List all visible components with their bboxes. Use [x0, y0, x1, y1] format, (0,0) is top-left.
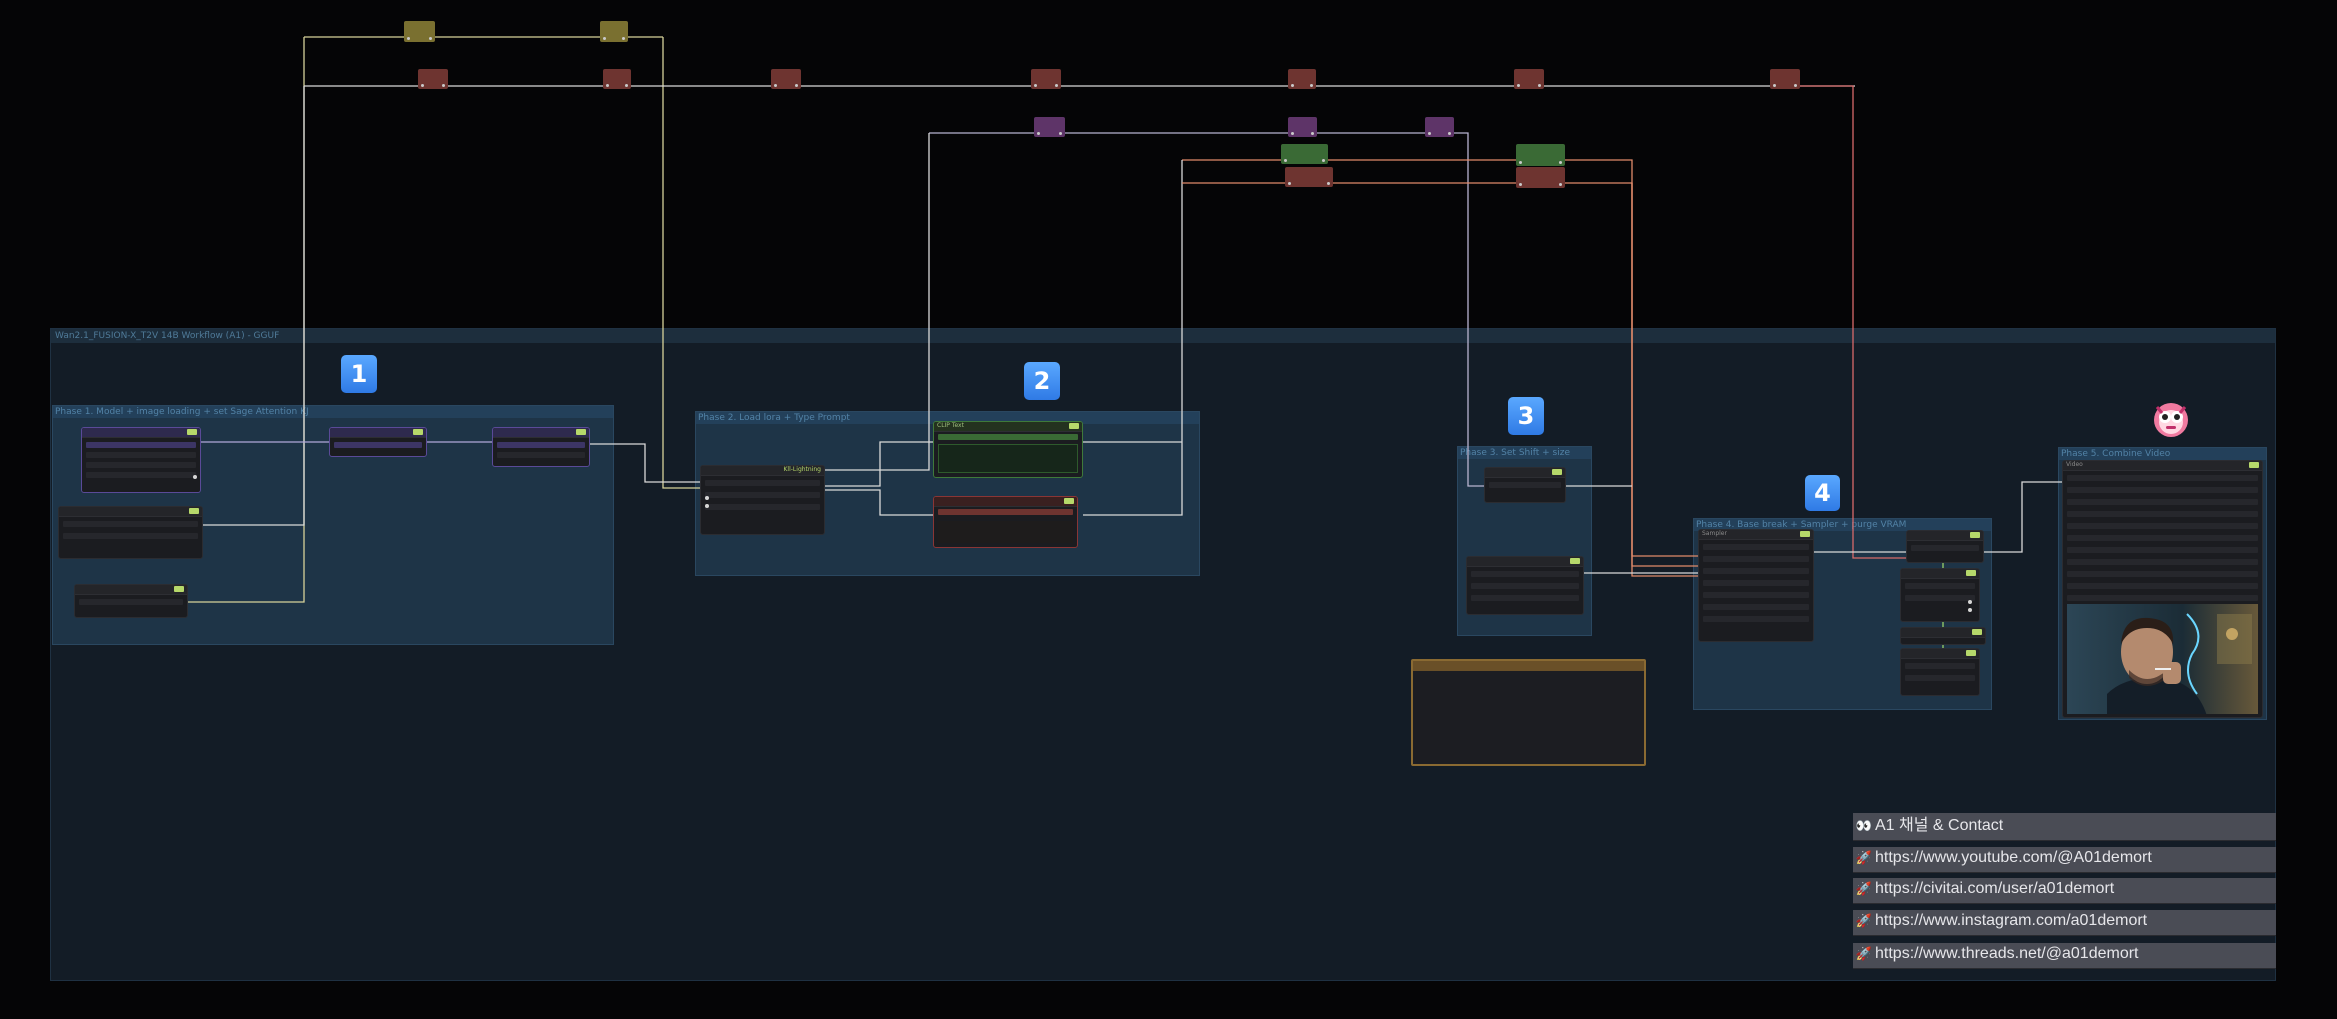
frame-interp-node-a[interactable] [1900, 627, 1986, 645]
reroute-node[interactable] [1034, 117, 1065, 137]
reroute-node[interactable] [404, 21, 435, 42]
latent-size-node[interactable] [1466, 556, 1584, 615]
contact-link-text[interactable]: https://www.instagram.com/a01demort [1875, 912, 2148, 929]
model-shift-node[interactable] [1484, 467, 1566, 503]
reroute-node[interactable] [1770, 69, 1800, 89]
reroute-node[interactable] [1031, 69, 1061, 89]
sampler-node[interactable]: Sampler [1698, 529, 1814, 642]
frame-interp-node-b[interactable] [1900, 648, 1980, 696]
reroute-node[interactable] [1285, 167, 1333, 187]
eyes-icon: 👀 [1855, 818, 1873, 833]
lora-node-tag: Kll-Lightning [783, 466, 822, 473]
workflow-group-title-bar[interactable] [51, 329, 2275, 343]
contact-link-text[interactable]: https://civitai.com/user/a01demort [1875, 880, 2115, 897]
mascot-face-icon [2151, 399, 2191, 439]
phase-1-badge: 1 [341, 355, 377, 393]
phase-2-title: Phase 2. Load lora + Type Prompt [698, 413, 850, 423]
positive-prompt-tag: CLIP Text [937, 422, 964, 429]
reroute-node[interactable] [1288, 69, 1316, 89]
contact-link-text[interactable]: https://www.threads.net/@a01demort [1875, 945, 2139, 962]
video-combine-node[interactable]: Video [2062, 460, 2263, 718]
contact-title: 👀A1 채널 & Contact [1853, 813, 2276, 841]
vae-decode-node[interactable] [1906, 530, 1984, 563]
reroute-node[interactable] [771, 69, 801, 89]
phase-5-title: Phase 5. Combine Video [2061, 449, 2171, 459]
purge-vram-node[interactable] [1900, 568, 1980, 622]
contact-link-text[interactable]: https://www.youtube.com/@A01demort [1875, 849, 2152, 866]
reroute-node[interactable] [1514, 69, 1544, 89]
reroute-node[interactable] [1516, 144, 1565, 166]
contact-title-text: A1 채널 & Contact [1875, 817, 2004, 834]
vae-loader-node[interactable] [74, 584, 188, 618]
phase-4-badge: 4 [1805, 475, 1840, 511]
video-preview-image [2067, 604, 2258, 714]
contact-link-youtube[interactable]: 🚀https://www.youtube.com/@A01demort [1853, 847, 2276, 873]
reroute-node[interactable] [1281, 144, 1328, 164]
sage-attention-node[interactable] [329, 427, 427, 457]
phase-3-title: Phase 3. Set Shift + size [1460, 448, 1570, 458]
rocket-icon: 🚀 [1855, 881, 1873, 896]
reroute-node[interactable] [1516, 167, 1565, 188]
workflow-title: Wan2.1_FUSION-X_T2V 14B Workflow (A1) - … [55, 331, 280, 341]
sampler-tag: Sampler [1702, 530, 1727, 537]
contact-link-instagram[interactable]: 🚀https://www.instagram.com/a01demort [1853, 910, 2276, 936]
video-tag: Video [2066, 461, 2083, 468]
phase-3-badge: 3 [1508, 397, 1544, 435]
negative-prompt-node[interactable] [933, 496, 1078, 548]
rocket-icon: 🚀 [1855, 850, 1873, 865]
lora-loader-node[interactable]: Kll-Lightning [700, 465, 825, 535]
positive-prompt-node[interactable]: CLIP Text [933, 421, 1083, 478]
model-loader-node[interactable] [81, 427, 201, 493]
contact-link-threads[interactable]: 🚀https://www.threads.net/@a01demort [1853, 943, 2276, 969]
rocket-icon: 🚀 [1855, 946, 1873, 961]
clip-loader-node[interactable] [58, 506, 203, 559]
reroute-node[interactable] [603, 69, 631, 89]
reroute-node[interactable] [600, 21, 628, 42]
rocket-icon: 🚀 [1855, 913, 1873, 928]
phase-1-title: Phase 1. Model + image loading + set Sag… [55, 407, 309, 417]
phase-2-badge: 2 [1024, 362, 1060, 400]
reroute-node[interactable] [418, 69, 448, 89]
model-patch-node[interactable] [492, 427, 590, 467]
contact-link-civitai[interactable]: 🚀https://civitai.com/user/a01demort [1853, 878, 2276, 904]
reroute-node[interactable] [1425, 117, 1454, 137]
reroute-node[interactable] [1288, 117, 1317, 137]
note-node[interactable] [1411, 659, 1646, 766]
